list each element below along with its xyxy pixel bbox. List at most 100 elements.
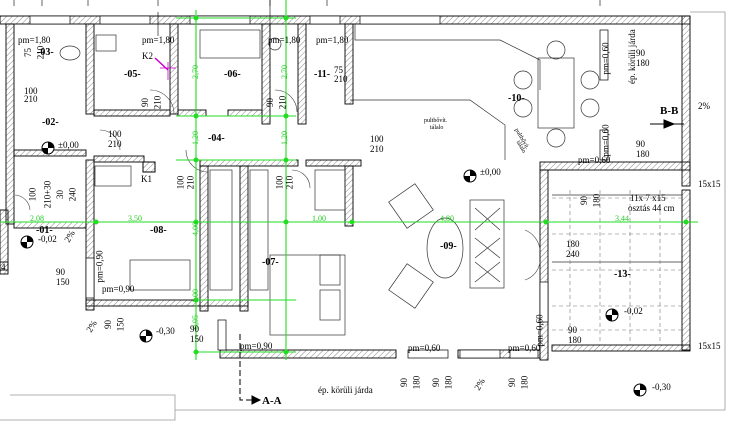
door-dim: 210 <box>284 175 295 190</box>
room-03-label: -03- <box>37 47 54 58</box>
section-b-label: B-B <box>660 105 679 117</box>
window-dim: 180 <box>411 375 422 390</box>
room-01-label: -01- <box>36 225 53 236</box>
door-dim: 90 <box>265 98 275 107</box>
window-dim: 180 <box>443 375 454 390</box>
grid-dim: 1,00 <box>312 214 326 223</box>
room-07-label: -07- <box>262 257 279 268</box>
parapet-label: pm=0,60 <box>600 124 611 157</box>
level-markers <box>20 141 647 397</box>
level-label: -0,30 <box>652 382 671 392</box>
door-dim: 180 <box>566 239 580 249</box>
grid-dim: 1,20 <box>191 131 200 145</box>
window-dim: 90 <box>507 378 517 387</box>
grid-dim: 4,80 <box>440 214 454 223</box>
counter-note: pultbővít. <box>424 118 448 124</box>
door-dim: 100 <box>108 129 122 139</box>
level-label: -0,30 <box>156 326 175 336</box>
section-a-line <box>239 334 262 405</box>
level-label: -0,02 <box>38 234 57 244</box>
window-dim: 90 <box>431 378 441 387</box>
window-dim: 180 <box>636 58 650 68</box>
window-dim: 90 <box>103 320 113 329</box>
window-dim: 90 <box>636 48 645 58</box>
room-06-label: -06- <box>224 69 241 80</box>
section-a-label: A-A <box>262 395 282 407</box>
section-b-line <box>650 119 684 129</box>
parapet-label: pm=0,60 <box>600 42 611 75</box>
level-label: ±0,00 <box>480 167 501 177</box>
door-dim: 210 <box>277 95 288 110</box>
door-dim: 210 <box>370 144 384 154</box>
door-dim: 100 <box>175 175 186 190</box>
level-label: ±0,00 <box>58 140 79 150</box>
grid-dim: 2,70 <box>280 65 289 79</box>
room-08-label: -08- <box>150 225 167 236</box>
window-dim: 180 <box>591 193 602 208</box>
grid-dim: 1,00 <box>191 289 200 303</box>
door-dim: 75 <box>23 48 33 57</box>
grid-number-label: 4 <box>1 262 6 272</box>
window-dim: 180 <box>519 375 530 390</box>
grid-dim: 1,20 <box>280 131 289 145</box>
door-dim: 210 <box>35 45 46 60</box>
window-dim: 150 <box>115 317 126 332</box>
door-dim: 30 <box>55 190 65 199</box>
door-dim: 75 <box>334 65 343 75</box>
windows <box>29 15 609 359</box>
room-02-label: -02- <box>42 117 59 128</box>
k2-label: K2 <box>142 51 153 61</box>
stairs-label: 11x 7 x15 <box>630 193 666 203</box>
door-dim: 90 <box>140 98 150 107</box>
room-11-label: -11- <box>314 69 331 80</box>
window-dim: 90 <box>190 324 199 334</box>
door-dim: 100 <box>274 175 285 190</box>
door-swings <box>14 89 541 281</box>
grid-dim: 4,00 <box>191 222 200 236</box>
window-dim: 90 <box>56 267 65 277</box>
grid-ticks <box>93 15 689 355</box>
slope-label: 2% <box>698 101 710 111</box>
door-dim: 210 <box>108 139 122 149</box>
door-dim: 240 <box>67 187 78 202</box>
window-dim: 150 <box>56 277 70 287</box>
counter-note: tálalo <box>430 125 444 131</box>
window-dim: 150 <box>190 334 204 344</box>
window-dim: 180 <box>568 335 582 345</box>
column-size-label: 15x15 <box>698 341 721 351</box>
column-size-label: 15x15 <box>698 179 721 189</box>
walkway-label-vertical: ép. körüli járda <box>627 29 637 84</box>
door-dim: 100 <box>370 134 384 144</box>
furniture <box>59 24 682 336</box>
stairs-division-label: osztás 44 cm <box>628 203 675 213</box>
room-05-label: -05- <box>124 69 141 80</box>
k1-label: K1 <box>141 174 152 184</box>
door-dim: 100 <box>27 187 38 202</box>
parapet-label: pm=1,80 <box>142 35 175 45</box>
grid-dim: 2,70 <box>191 65 200 79</box>
room-13-label: -13- <box>614 269 631 280</box>
window-dim: 180 <box>636 149 650 159</box>
parapet-label: pm=0,90 <box>94 250 105 283</box>
level-label: -0,02 <box>624 306 643 316</box>
window-dim: 90 <box>399 378 409 387</box>
parapet-label: pm=1,80 <box>268 35 301 45</box>
top-ticks <box>13 0 601 36</box>
walkway-label: ép. körüli járda <box>318 385 373 395</box>
door-dim: 210 <box>152 95 163 110</box>
room-09-label: -09- <box>440 241 457 252</box>
parapet-label: pm=0,60 <box>508 343 541 353</box>
room-04-label: -04- <box>208 133 225 144</box>
parapet-label: pm=1,80 <box>18 35 51 45</box>
door-dim: 210 <box>24 94 38 104</box>
grid-dim: 3,44 <box>615 214 629 223</box>
parapet-label: pm=0,60 <box>534 314 545 347</box>
room-10-label: -10- <box>508 93 525 104</box>
parapet-label: pm=0,60 <box>408 343 441 353</box>
k-markers <box>142 57 176 173</box>
grid-dim: 3,50 <box>128 214 142 223</box>
window-dim: 90 <box>579 196 589 205</box>
door-dim: 210 <box>334 74 348 84</box>
door-dim: 210 <box>185 175 196 190</box>
